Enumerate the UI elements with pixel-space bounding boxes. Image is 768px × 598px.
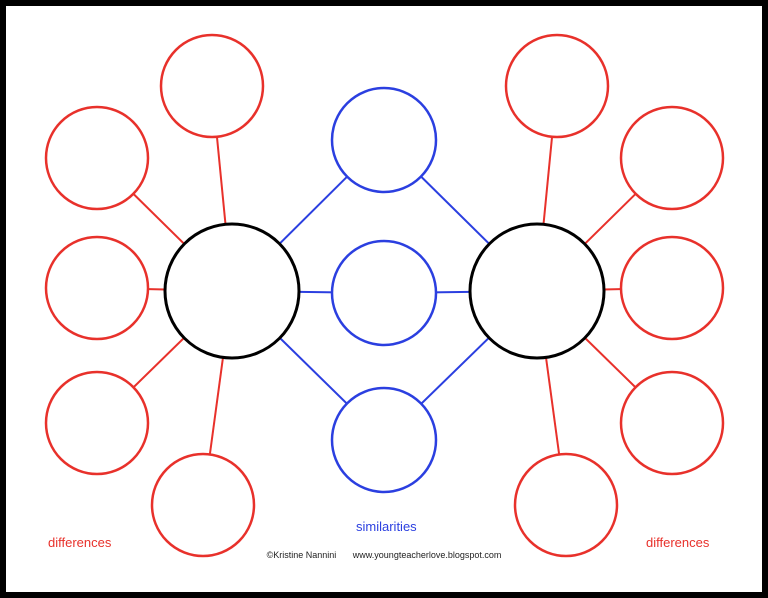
left-difference-bubble[interactable]: [44, 105, 150, 211]
left-difference-bubble[interactable]: [44, 370, 150, 476]
copyright-text: ©Kristine Nannini: [266, 550, 337, 560]
left-difference-bubble[interactable]: [150, 452, 256, 558]
right-differences-label: differences: [646, 535, 710, 550]
footer: ©Kristine Nannini www.youngteacherlove.b…: [0, 550, 768, 560]
right-difference-bubble[interactable]: [513, 452, 619, 558]
website-text: www.youngteacherlove.blogspot.com: [352, 550, 502, 560]
left-difference-bubble[interactable]: [44, 235, 150, 341]
right-difference-bubble[interactable]: [619, 105, 725, 211]
left-difference-bubble[interactable]: [159, 33, 265, 139]
similarity-bubble[interactable]: [330, 86, 438, 194]
left-differences-label: differences: [48, 535, 112, 550]
similarity-bubble[interactable]: [330, 386, 438, 494]
similarities-label: similarities: [356, 519, 417, 534]
right-difference-bubble[interactable]: [504, 33, 610, 139]
right-difference-bubble[interactable]: [619, 235, 725, 341]
right-topic-bubble[interactable]: [468, 222, 606, 360]
right-difference-bubble[interactable]: [619, 370, 725, 476]
similarity-bubble[interactable]: [330, 239, 438, 347]
left-topic-bubble[interactable]: [163, 222, 301, 360]
